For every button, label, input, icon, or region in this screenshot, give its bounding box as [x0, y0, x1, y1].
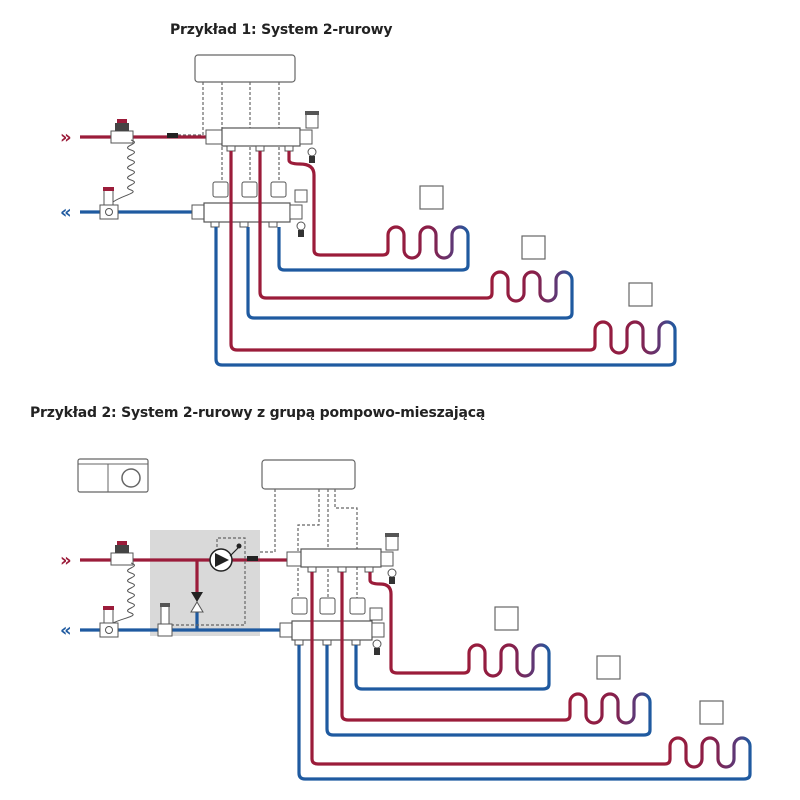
heating-loop-2: [325, 572, 652, 737]
differential-valve-icon: [99, 187, 119, 220]
differential-valve-icon: [99, 606, 119, 638]
room-thermostat-1: [419, 185, 444, 210]
return-arrow: «: [60, 202, 72, 223]
heating-loop-3: [297, 572, 752, 781]
supply-manifold: [286, 533, 399, 584]
supply-arrow: »: [60, 127, 72, 148]
mixing-controller: [77, 458, 149, 493]
heating-loop-2: [246, 151, 574, 320]
balancing-valve-icon: [110, 119, 134, 144]
supply-manifold: [205, 111, 319, 163]
sensor: [247, 556, 258, 561]
room-thermostat-2: [596, 655, 621, 680]
heating-loop-1: [354, 572, 551, 691]
actuators: [291, 597, 366, 615]
room-thermostat-1: [494, 606, 519, 631]
check-valve-icon: [190, 592, 204, 613]
capillary-coil: [112, 139, 135, 203]
return-manifold: [279, 607, 385, 655]
sensor: [167, 133, 178, 138]
room-thermostat-3: [699, 700, 724, 725]
heating-loop-1: [277, 151, 470, 272]
balancing-valve-icon: [110, 541, 134, 566]
example1-group: » «: [60, 54, 677, 367]
return-manifold: [191, 189, 308, 237]
example2-title: Przykład 2: System 2-rurowy z grupą pomp…: [30, 405, 486, 421]
thermostatic-valve-icon: [157, 603, 173, 637]
room-thermostat-3: [628, 282, 653, 307]
example2-group: » «: [60, 458, 752, 781]
supply-arrow: »: [60, 550, 72, 571]
example1-title: Przykład 1: System 2-rurowy: [170, 22, 393, 38]
room-thermostat-2: [521, 235, 546, 260]
return-arrow: «: [60, 620, 72, 641]
wiring-center-box: [194, 54, 296, 83]
pump-icon: [209, 543, 242, 572]
actuators: [212, 181, 287, 198]
capillary-coil: [112, 562, 135, 624]
wiring-center-box: [261, 459, 356, 490]
pump-wiring: [172, 537, 246, 626]
heating-loop-3: [214, 151, 677, 367]
